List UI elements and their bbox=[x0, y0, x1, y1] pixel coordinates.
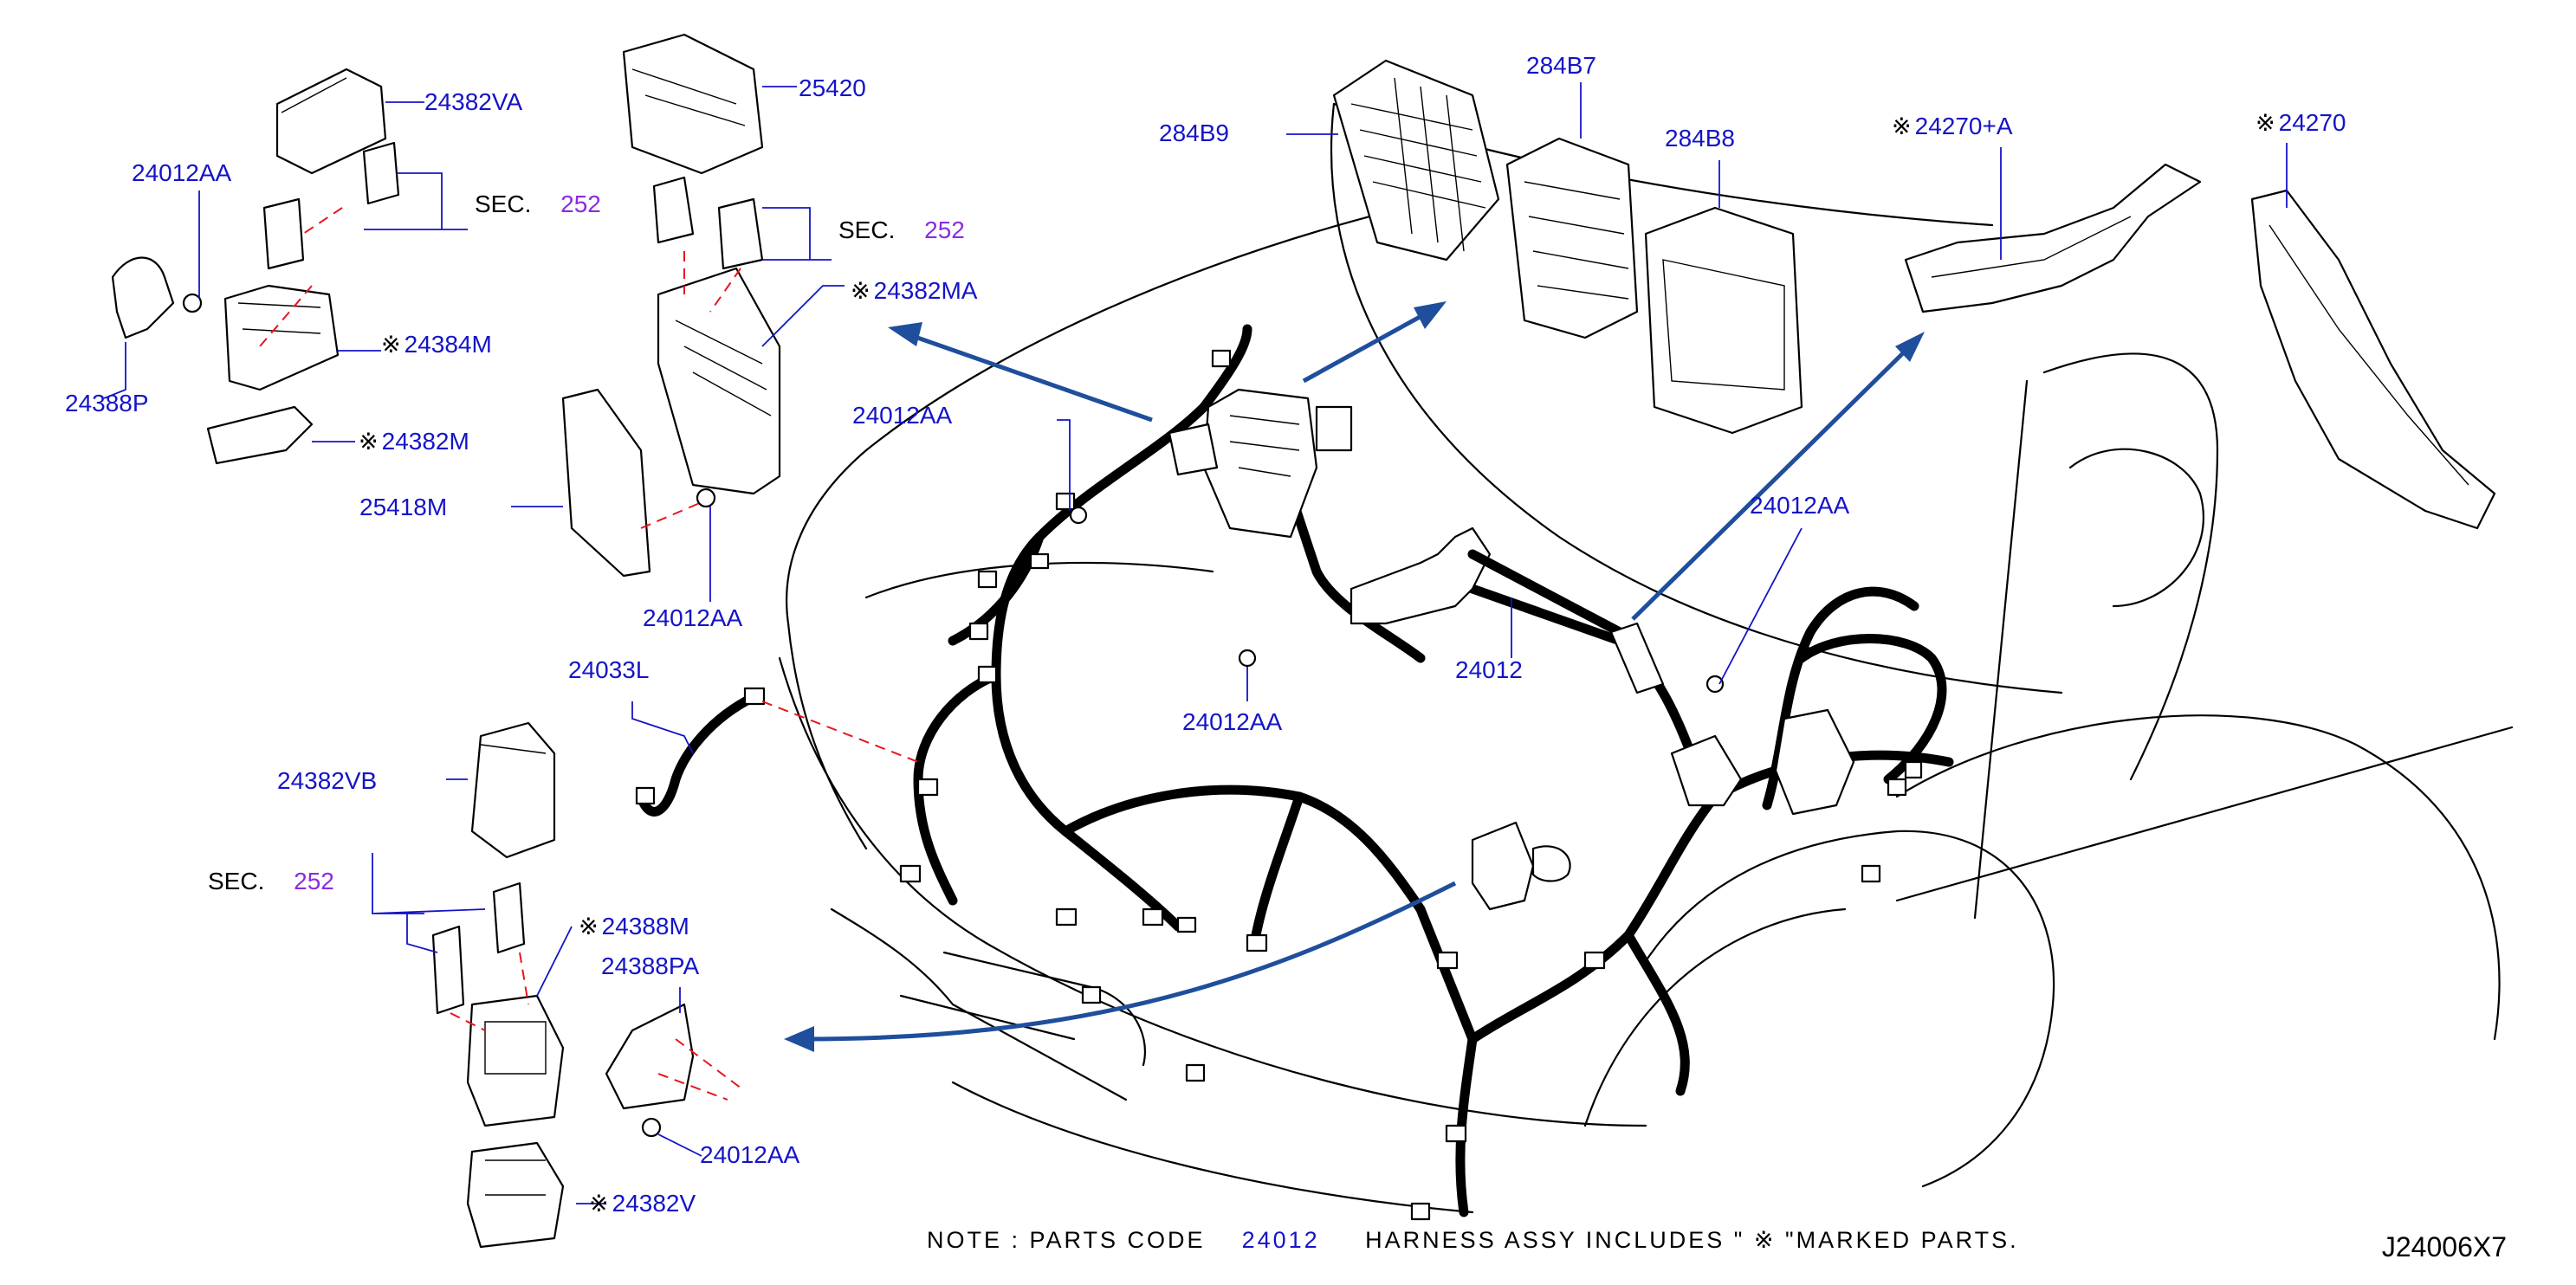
direction-arrows bbox=[784, 301, 1925, 1052]
parts-note: NOTE : PARTS CODE 24012 HARNESS ASSY INC… bbox=[927, 1229, 2019, 1252]
label-24388M: ※24388M bbox=[579, 914, 689, 939]
bottom-left-fuse-assembly bbox=[431, 721, 746, 1249]
note-suffix: HARNESS ASSY INCLUDES " ※ "MARKED PARTS. bbox=[1365, 1227, 2019, 1253]
label-24382VB: 24382VB bbox=[277, 767, 378, 794]
label-sec-2: SEC. 252 bbox=[838, 218, 965, 242]
label-24012AA-right: 24012AA bbox=[1750, 492, 1850, 519]
marked-symbol-icon: ※ bbox=[2256, 110, 2275, 136]
marked-symbol-icon: ※ bbox=[589, 1191, 609, 1217]
label-24012AA-lower: 24012AA bbox=[1182, 708, 1283, 735]
label-24382MA: ※24382MA bbox=[851, 279, 978, 303]
center-junction-block bbox=[1168, 388, 1353, 539]
label-24012AA-top-left: 24012AA bbox=[132, 159, 232, 186]
cable-24033L bbox=[635, 687, 919, 817]
label-24270A: ※24270+A bbox=[1892, 114, 2013, 139]
leader-lines bbox=[103, 82, 2288, 1204]
label-24012AA-mid: 24012AA bbox=[643, 604, 743, 631]
harness-connectors bbox=[899, 349, 1923, 1221]
part-number: 24388M bbox=[601, 913, 689, 940]
label-284B7: 284B7 bbox=[1526, 52, 1596, 79]
label-25418M: 25418M bbox=[359, 494, 448, 520]
marked-symbol-icon: ※ bbox=[1892, 113, 1912, 139]
part-number: 24382M bbox=[381, 428, 469, 455]
sec-text: SEC. bbox=[475, 190, 532, 217]
label-24388P: 24388P bbox=[65, 390, 149, 416]
bolts bbox=[182, 293, 1725, 1138]
part-number: 24382MA bbox=[873, 277, 978, 304]
marked-symbol-icon: ※ bbox=[579, 914, 599, 940]
top-middle-fuse-assembly bbox=[561, 33, 781, 578]
top-left-fuse-assembly bbox=[111, 68, 400, 465]
label-24012[interactable]: 24012 bbox=[1455, 656, 1523, 683]
part-number: 24382VA bbox=[424, 88, 523, 115]
label-sec-3: SEC. 252 bbox=[208, 869, 334, 894]
part-number: 24382V bbox=[612, 1190, 696, 1217]
figure-id: J24006X7 bbox=[2381, 1231, 2507, 1262]
marked-symbol-icon: ※ bbox=[851, 278, 871, 304]
lower-fuse-block bbox=[1471, 821, 1571, 911]
marked-symbol-icon: ※ bbox=[359, 429, 379, 455]
harness-bracket-24012 bbox=[1349, 526, 1665, 694]
label-24012AA-center: 24012AA bbox=[852, 402, 953, 429]
label-284B8: 284B8 bbox=[1665, 125, 1735, 152]
sec-number[interactable]: 252 bbox=[294, 868, 334, 894]
label-24033L: 24033L bbox=[568, 656, 650, 683]
sec-text: SEC. bbox=[838, 216, 896, 243]
sec-number[interactable]: 252 bbox=[560, 190, 601, 217]
marked-symbol-icon: ※ bbox=[381, 332, 401, 358]
label-24270: ※24270 bbox=[2256, 111, 2346, 135]
label-24388PA: 24388PA bbox=[601, 952, 700, 979]
label-284B9: 284B9 bbox=[1159, 119, 1229, 146]
sec-number[interactable]: 252 bbox=[924, 216, 965, 243]
label-24382VA: 24382VA bbox=[424, 90, 522, 114]
label-24382M: ※24382M bbox=[359, 429, 469, 454]
ecu-group bbox=[1332, 59, 1803, 435]
note-prefix: NOTE : PARTS CODE bbox=[927, 1227, 1206, 1253]
harness-protectors bbox=[1904, 163, 2496, 530]
part-number: 24384M bbox=[404, 331, 492, 358]
label-25420: 25420 bbox=[799, 74, 866, 101]
right-relay-block bbox=[1670, 708, 1855, 816]
label-sec-1: SEC. 252 bbox=[475, 192, 601, 216]
sec-text: SEC. bbox=[208, 868, 265, 894]
label-24384M: ※24384M bbox=[381, 333, 492, 357]
label-24012AA-bottom: 24012AA bbox=[700, 1141, 800, 1168]
label-24382V: ※24382V bbox=[589, 1191, 696, 1216]
note-code: 24012 bbox=[1241, 1227, 1320, 1253]
part-number: 24270 bbox=[2278, 109, 2346, 136]
part-number: 24270+A bbox=[1914, 113, 2013, 139]
